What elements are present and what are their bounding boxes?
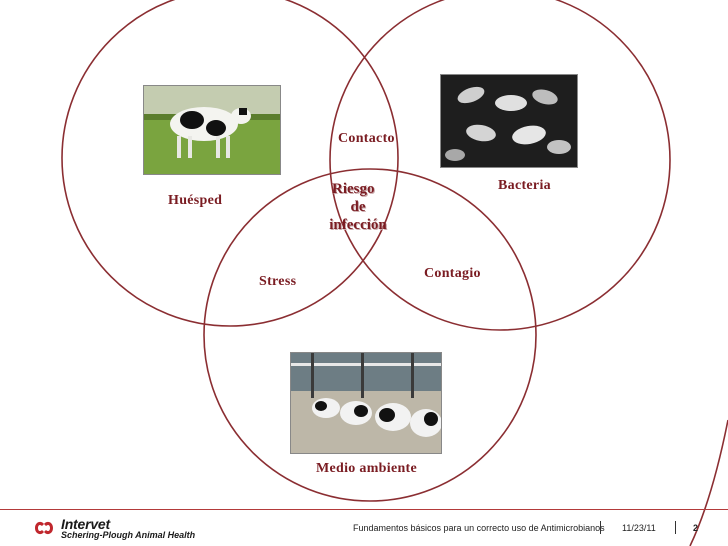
label-contagio: Contagio bbox=[424, 266, 481, 282]
center-line-2: de bbox=[318, 198, 398, 216]
brand-subtitle: Schering-Plough Animal Health bbox=[61, 530, 195, 540]
bacteria-photo bbox=[440, 74, 578, 168]
intervet-logo: Intervet Schering-Plough Animal Health bbox=[33, 516, 183, 542]
center-line-3: infección bbox=[318, 216, 398, 234]
label-huesped: Huésped bbox=[168, 193, 222, 209]
footer-separator bbox=[675, 521, 676, 534]
label-stress: Stress bbox=[259, 274, 296, 290]
footer-page-number: 2 bbox=[693, 523, 698, 533]
footer-date: 11/23/11 bbox=[622, 523, 656, 533]
footer-separator bbox=[600, 521, 601, 534]
label-bacteria: Bacteria bbox=[498, 178, 551, 194]
center-line-1: Riesgo bbox=[318, 180, 398, 198]
barn-photo bbox=[290, 352, 442, 454]
label-medio-ambiente: Medio ambiente bbox=[316, 461, 417, 477]
intervet-mark-icon bbox=[33, 517, 55, 539]
cow-photo bbox=[143, 85, 281, 175]
footer-divider bbox=[0, 509, 728, 510]
center-label-riesgo: Riesgo de infección bbox=[318, 180, 398, 234]
label-contacto: Contacto bbox=[338, 131, 395, 147]
footer-title: Fundamentos básicos para un correcto uso… bbox=[353, 523, 605, 533]
